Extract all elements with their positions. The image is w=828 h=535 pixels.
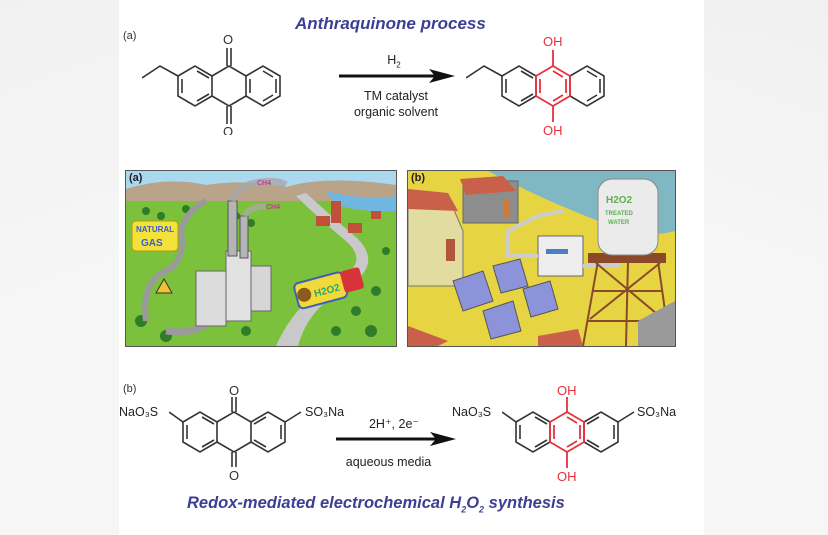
aqdsh2-oh-bottom: OH	[557, 469, 577, 484]
atom-oh-top: OH	[543, 34, 563, 49]
smoke-label-ch4-2: CH4	[266, 204, 280, 211]
illustration-b-art: H2O2 TREATED WATER	[408, 171, 675, 346]
tank-text-water: WATER	[608, 220, 630, 226]
reactant-ethylanthraquinone: O O	[142, 32, 281, 135]
illustration-b-label: (b)	[411, 172, 426, 184]
aqds-o-top: O	[229, 385, 239, 398]
condition-solvent: organic solvent	[353, 105, 439, 119]
reactant-bonds	[142, 48, 281, 124]
atom-oh-bottom: OH	[543, 123, 563, 138]
smoke-label-ch4-1: CH4	[257, 180, 271, 187]
right-substituent-product: SO₃Na	[637, 405, 677, 419]
left-substituent-product: NaO₃S	[452, 405, 492, 419]
atom-o-bottom: O	[223, 124, 233, 135]
product-bonds	[466, 65, 605, 107]
h2o2-truck: H2O2	[293, 267, 364, 310]
condition-aqueous: aqueous media	[345, 455, 432, 469]
aqdsh2-oh-top: OH	[557, 383, 577, 398]
reactant-aqds: O O	[169, 385, 302, 483]
tank-text-treated: TREATED	[605, 211, 634, 217]
left-substituent-reactant: NaO₃S	[119, 405, 159, 419]
reaction-arrow-b	[336, 432, 456, 446]
figure-panel: (a) Anthraquinone process O	[119, 0, 704, 535]
illustration-natural-gas-plant: CH4 CH4 NATURAL GAS H2O2 (a)	[125, 170, 397, 347]
atom-o-top: O	[223, 32, 233, 47]
reaction-arrow-a	[339, 69, 455, 83]
panel-a-title: Anthraquinone process	[295, 14, 486, 33]
panel-b-label: (b)	[123, 383, 137, 395]
reagent-protons-electrons: 2H⁺, 2e⁻	[368, 417, 420, 431]
product-aqdsh2: OH OH	[502, 383, 635, 484]
right-substituent-reactant: SO₃Na	[305, 405, 345, 419]
product-central-ring	[535, 50, 571, 122]
aqdsh2-central-ring	[549, 397, 585, 468]
aqds-o-bottom: O	[229, 468, 239, 483]
sign-text-natural: NATURAL	[136, 225, 174, 234]
panel-b-title: Redox-mediated electrochemical H2O2 synt…	[187, 494, 565, 515]
illustration-a-art: CH4 CH4 NATURAL GAS H2O2	[126, 171, 396, 346]
reagent-h2: H2	[387, 53, 401, 70]
product-anthrahydroquinone: OH OH	[466, 34, 605, 138]
condition-catalyst: TM catalyst	[364, 89, 428, 103]
panel-a-label: (a)	[123, 30, 137, 42]
aqdsh2-bonds	[502, 411, 635, 453]
illustration-decentralized-production: H2O2 TREATED WATER (b)	[407, 170, 676, 347]
illustration-a-label: (a)	[129, 172, 143, 184]
tank-text-h2o2: H2O2	[606, 195, 633, 206]
sign-text-gas: GAS	[141, 238, 163, 249]
aqds-bonds	[169, 397, 302, 467]
